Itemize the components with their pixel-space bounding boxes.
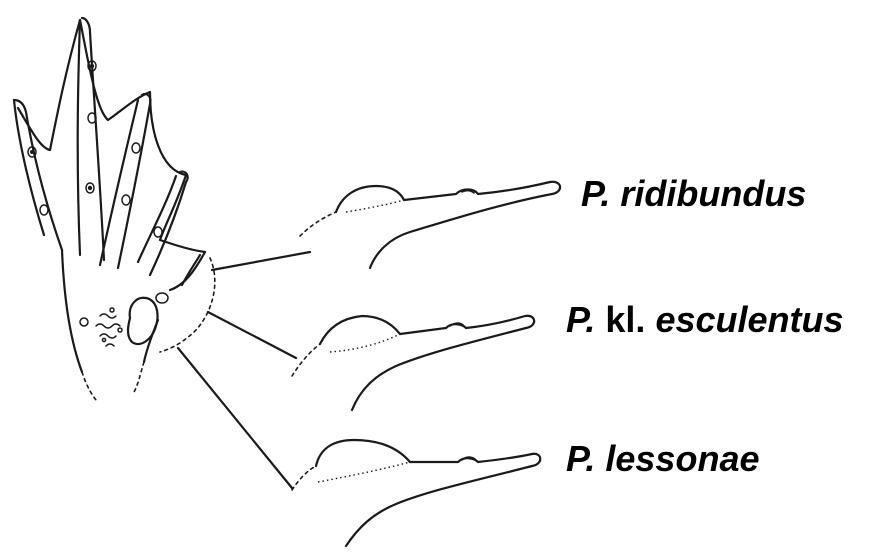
frog-foot-illustration [14, 18, 215, 400]
leader-lines [178, 252, 310, 488]
species-name: ridibundus [620, 173, 806, 214]
profile-esculentus [292, 316, 534, 410]
skin-texture [96, 308, 122, 346]
species-name: lessonae [605, 438, 759, 479]
label-p-ridibundus: P. ridibundus [581, 176, 806, 212]
profile-lessonae [292, 440, 540, 546]
label-p-lessonae: P. lessonae [566, 441, 759, 477]
genus-abbrev: P. [581, 173, 610, 214]
label-p-kl-esculentus: P. kl. esculentus [566, 302, 844, 338]
tubercle-highlight-arc [160, 258, 215, 352]
profile-ridibundus [300, 182, 560, 268]
species-name: esculentus [655, 299, 843, 340]
genus-abbrev: P. [566, 299, 595, 340]
metatarsal-tubercle [128, 298, 158, 344]
klepton-abbrev: kl. [605, 299, 645, 340]
genus-abbrev: P. [566, 438, 595, 479]
